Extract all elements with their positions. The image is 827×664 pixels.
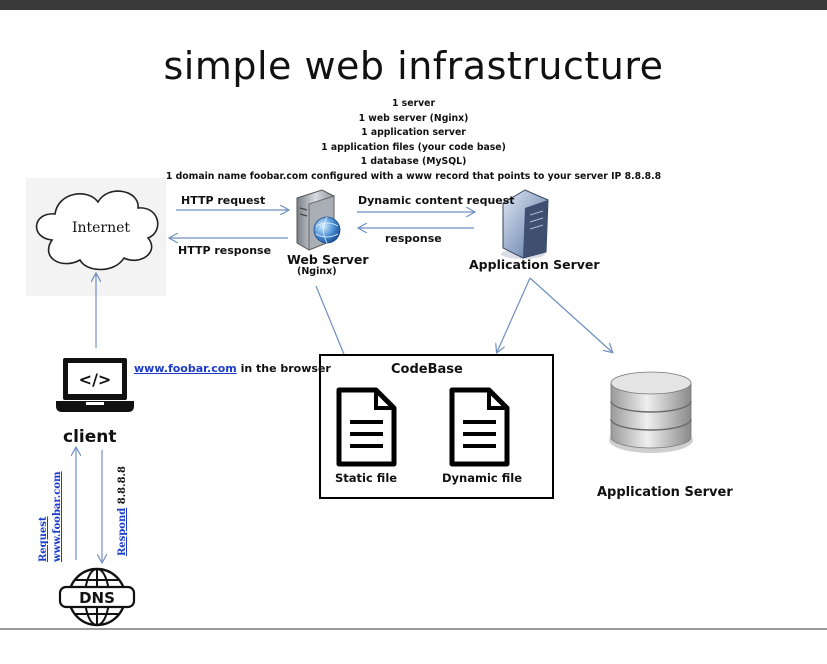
database-label: Application Server: [597, 485, 733, 500]
svg-text:</>: </>: [79, 370, 112, 389]
dns-request-caption: Request: [38, 516, 49, 562]
spec-line: 1 server: [391, 98, 436, 109]
codebase-box: [319, 354, 554, 499]
application-server-label: Application Server: [469, 257, 600, 272]
web-server-label: Web Server: [287, 252, 369, 267]
dns-respond-text: Respond: [117, 507, 128, 556]
internet-cloud-icon: [26, 178, 166, 296]
appserver-to-codebase-arrow: [497, 277, 531, 352]
dynamic-file-label: Dynamic file: [442, 471, 523, 485]
spec-line: 1 application files (your code base): [321, 141, 506, 153]
spec-line: 1 database (MySQL): [360, 156, 467, 168]
browser-caption: www.foobar.com in the browser: [134, 362, 331, 375]
http-request-label: HTTP request: [181, 194, 266, 207]
internet-label: Internet: [72, 220, 130, 236]
web-server-icon: [296, 189, 341, 251]
database-icon: [609, 371, 693, 453]
application-server-icon: [501, 189, 549, 259]
static-file-icon: [336, 387, 397, 467]
browser-suffix: in the browser: [236, 362, 331, 375]
dns-respond-caption: Respond 8.8.8.8: [117, 466, 128, 556]
spec-line: 1 application server: [361, 127, 466, 139]
dns-request-text: Request: [38, 516, 49, 562]
dns-request-domain-caption: www.foobar.com: [52, 471, 63, 562]
spec-line: 1 web server (Nginx): [358, 112, 469, 124]
dns-request-domain[interactable]: www.foobar.com: [52, 471, 63, 562]
window-bottom-bar: [0, 628, 827, 664]
http-response-label: HTTP response: [178, 244, 272, 257]
dns-globe-icon: [58, 567, 136, 627]
response-label: response: [385, 232, 442, 245]
window-top-bar: [0, 0, 827, 10]
laptop-client-icon: </>: [56, 358, 134, 412]
dynamic-file-icon: [449, 387, 510, 467]
dns-respond-ip: 8.8.8.8: [117, 466, 128, 508]
appserver-to-database-arrow: [529, 277, 612, 352]
web-server-sublabel: (Nginx): [297, 266, 337, 277]
dynamic-request-label: Dynamic content request: [358, 194, 515, 207]
spec-line: 1 domain name foobar.com configured with…: [165, 170, 662, 182]
client-label: client: [63, 427, 117, 447]
static-file-label: Static file: [335, 471, 398, 485]
spec-list: 1 server 1 web server (Nginx) 1 applicat…: [150, 97, 677, 185]
slide-title: simple web infrastructure: [163, 44, 664, 88]
dns-label: DNS: [79, 589, 115, 607]
codebase-label: CodeBase: [391, 362, 463, 377]
foobar-link[interactable]: www.foobar.com: [134, 362, 237, 375]
